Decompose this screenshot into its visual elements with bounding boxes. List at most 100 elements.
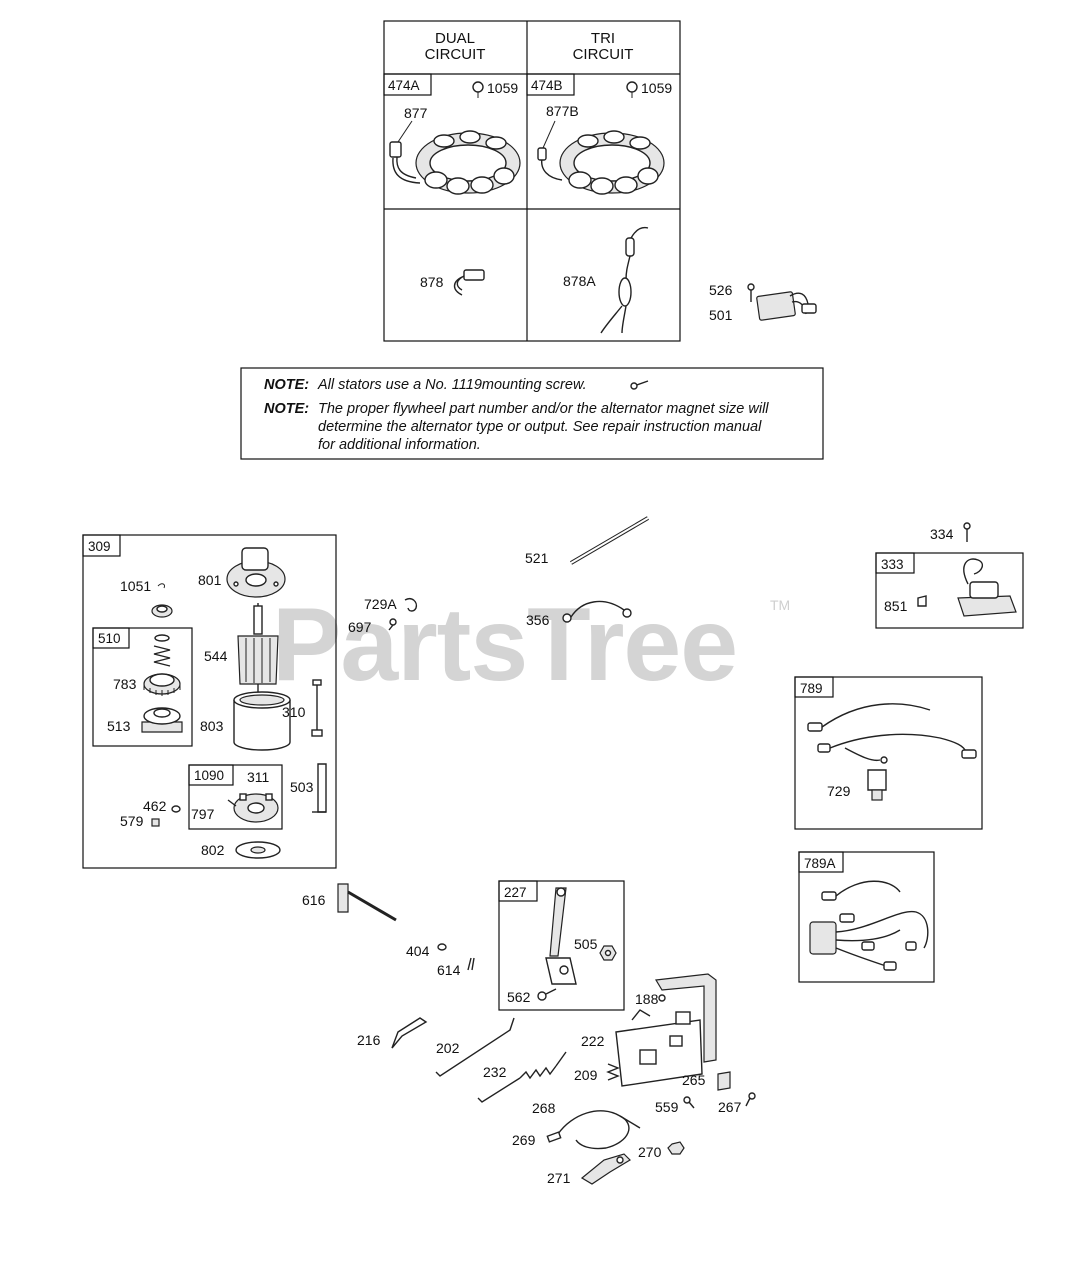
tag-333: 333 <box>881 557 904 572</box>
end-cap-icon <box>226 547 286 598</box>
label-544: 544 <box>204 648 228 664</box>
label-803: 803 <box>200 718 224 734</box>
label-505: 505 <box>574 936 598 952</box>
drive-nut-icon <box>141 707 183 733</box>
label-356: 356 <box>526 612 550 628</box>
label-267: 267 <box>718 1099 742 1115</box>
note-1-label: NOTE: <box>264 377 309 393</box>
label-521: 521 <box>525 550 549 566</box>
label-270: 270 <box>638 1144 662 1160</box>
armature-icon <box>237 603 279 694</box>
label-526: 526 <box>709 282 733 298</box>
stator-table-border <box>383 20 681 342</box>
tag-box-789 <box>794 676 834 698</box>
gasket-802-icon <box>235 841 281 859</box>
motor-housing-icon <box>233 691 291 751</box>
note-2-line2: determine the alternator type or output.… <box>318 419 762 435</box>
lever-271-icon <box>580 1153 631 1185</box>
tag-227: 227 <box>504 885 527 900</box>
label-501: 501 <box>709 307 733 323</box>
washer-462-icon <box>171 805 181 813</box>
link-rod-202-icon <box>435 1017 515 1077</box>
ignition-module: 333 851 <box>875 552 1024 629</box>
throttle-border <box>498 880 625 1011</box>
label-729a: 729A <box>364 596 397 612</box>
throttle-lever-icon <box>545 887 577 985</box>
tag-box-474b <box>526 73 575 96</box>
rod-521-icon <box>569 516 650 565</box>
connector-878a-icon <box>600 226 649 334</box>
header-dual-line1: DUAL <box>435 30 475 47</box>
throttle-lever-assembly: 227 505 562 <box>498 880 625 1011</box>
note-2-line3: for additional information. <box>318 437 481 453</box>
screw-562-icon <box>537 988 557 1001</box>
brush-plate-icon <box>227 793 279 823</box>
harness-789-border <box>794 676 983 830</box>
regulator-icon <box>747 283 817 321</box>
label-513: 513 <box>107 718 131 734</box>
spring-icon <box>153 634 171 667</box>
washer-icon <box>151 604 173 618</box>
tag-309: 309 <box>88 539 111 554</box>
label-216: 216 <box>357 1032 381 1048</box>
label-404: 404 <box>406 943 430 959</box>
label-334: 334 <box>930 526 954 542</box>
header-tri-line1: TRI <box>591 30 615 47</box>
screw-559-icon <box>683 1096 695 1109</box>
label-310: 310 <box>282 704 306 720</box>
label-271: 271 <box>547 1170 571 1186</box>
choke-cable-268-icon <box>546 1110 641 1150</box>
clip-851-icon <box>917 595 927 607</box>
stator-dual-icon <box>389 130 521 195</box>
notes-border <box>240 367 824 460</box>
label-851: 851 <box>884 598 908 614</box>
tag-box-333 <box>875 552 915 574</box>
label-801: 801 <box>198 572 222 588</box>
leader-line <box>542 120 556 149</box>
tag-box-227 <box>498 880 538 902</box>
starter-assembly: 309 1051 801 544 <box>82 534 337 869</box>
note-1-text: All stators use a No. 1119mounting screw… <box>317 377 587 393</box>
label-503: 503 <box>290 779 314 795</box>
spring-209-icon <box>606 1063 620 1081</box>
label-802: 802 <box>201 842 225 858</box>
label-1059-left: 1059 <box>487 80 518 96</box>
label-616: 616 <box>302 892 326 908</box>
spring-232-icon <box>477 1051 567 1103</box>
governor-spring-216-icon <box>391 1017 428 1049</box>
wire-harness-789a-icon <box>809 880 929 971</box>
mounting-screw-icon <box>630 380 649 390</box>
screw-267-icon <box>745 1092 756 1107</box>
label-729: 729 <box>827 783 851 799</box>
label-877: 877 <box>404 105 428 121</box>
sub-box-510 <box>92 627 193 747</box>
label-878a: 878A <box>563 273 596 289</box>
label-877b: 877B <box>546 103 579 119</box>
clip-265-icon <box>717 1071 731 1091</box>
screw-icon <box>472 81 484 98</box>
tag-box-474a <box>383 73 432 96</box>
nut-270-icon <box>667 1141 685 1155</box>
label-202: 202 <box>436 1040 460 1056</box>
tag-box-789a <box>798 851 844 873</box>
label-1051: 1051 <box>120 578 151 594</box>
tag-1090: 1090 <box>194 768 224 783</box>
through-bolt-icon <box>311 679 323 737</box>
tag-789a: 789A <box>804 856 836 871</box>
bracket-503-icon <box>312 763 327 813</box>
label-614: 614 <box>437 962 461 978</box>
ground-wire-356-icon <box>562 600 632 623</box>
label-222: 222 <box>581 1033 605 1049</box>
harness-789: 789 729 <box>794 676 983 830</box>
nut-579-icon <box>151 818 160 827</box>
tag-box-510 <box>92 627 130 649</box>
header-tri-line2: CIRCUIT <box>573 46 634 63</box>
ignition-coil-icon <box>957 558 1017 617</box>
pin-614-icon <box>467 957 475 971</box>
starter-border <box>82 534 337 869</box>
note-2-label: NOTE: <box>264 401 309 417</box>
notes-box: NOTE: All stators use a No. 1119mounting… <box>240 367 824 460</box>
note-2-line1: The proper flywheel part number and/or t… <box>318 401 769 417</box>
label-579: 579 <box>120 813 144 829</box>
